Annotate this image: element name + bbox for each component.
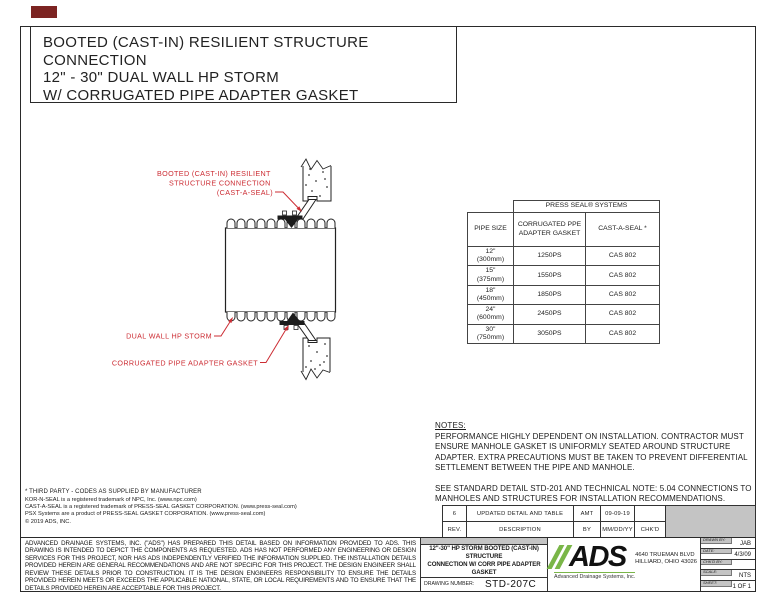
rev-number: 6 xyxy=(442,505,467,522)
drawing-info-column: DRAWN BY: JAB DATE: 4/3/09 CHK'D BY: SCA… xyxy=(701,538,755,591)
table-row: 15"(375mm) 1550PS CAS 802 xyxy=(467,265,660,286)
sheet-title-line-1: BOOTED (CAST-IN) RESILIENT STRUCTURE CON… xyxy=(43,34,369,69)
upper-break-line xyxy=(300,158,332,171)
drawing-title-line-2: CONNECTION W/ CORR PIPE ADAPTER GASKET xyxy=(427,560,541,576)
company-logo-box: ADS Advanced Drainage Systems, Inc. 4640… xyxy=(546,538,701,591)
rev-header-chkd: CHK'D xyxy=(634,521,666,538)
drawing-title-box: 12"-30" HP STORM BOOTED (CAST-IN) STRUCT… xyxy=(421,538,548,591)
drawing-number-label: DRAWING NUMBER: xyxy=(424,581,475,588)
lower-clamp-plate xyxy=(279,321,305,325)
rev-date: 09-09-19 xyxy=(600,505,635,522)
press-seal-table: PRESS SEAL® SYSTEMS PIPE SIZE CORRUGATED… xyxy=(467,200,660,345)
sheet-title-line-2: 12" - 30" DUAL WALL HP STORM xyxy=(43,69,280,86)
label-corrugated-pipe-adapter-gasket: CORRUGATED PIPE ADAPTER GASKET xyxy=(112,359,258,368)
col-header-cast-a-seal: CAST-A-SEAL * xyxy=(585,212,660,247)
copyright-notice: © 2019 ADS, INC. xyxy=(25,519,71,525)
table-title: PRESS SEAL® SYSTEMS xyxy=(513,200,660,213)
label-boot-connection: BOOTED (CAST-IN) RESILIENT STRUCTURE CON… xyxy=(157,169,273,197)
rev-by: AMT xyxy=(573,505,601,522)
info-chkd-by: CHK'D BY: xyxy=(701,559,755,571)
sheet-title-line-3: W/ CORRUGATED PIPE ADAPTER GASKET xyxy=(43,86,359,104)
title-block: ADVANCED DRAINAGE SYSTEMS, INC. ("ADS") … xyxy=(20,537,756,592)
info-scale: SCALE: NTS xyxy=(701,570,755,582)
pipe-corrugations-top xyxy=(226,218,336,228)
info-sheet: SHEET: 1 OF 1 xyxy=(701,581,751,590)
upper-adapter-gasket xyxy=(285,219,298,228)
upper-clamp-plate xyxy=(277,215,303,220)
red-corner-mark xyxy=(31,6,57,18)
gasket-cell: 1250PS xyxy=(513,245,586,267)
rev-description: UPDATED DETAIL AND TABLE xyxy=(466,505,574,522)
cast-cell: CAS 802 xyxy=(585,323,660,345)
gasket-cell: 3050PS xyxy=(513,323,586,345)
table-row: 30"(750mm) 3050PS CAS 802 xyxy=(467,323,660,345)
pipe-size-cell: 30"(750mm) xyxy=(467,323,514,345)
upper-bolt-2 xyxy=(292,210,297,216)
gasket-cell: 1550PS xyxy=(513,265,586,286)
leader-lines xyxy=(214,191,299,363)
logo-wordmark: ADS xyxy=(569,541,627,573)
lower-concrete-stipple xyxy=(305,343,328,370)
rev-header-description: DESCRIPTION xyxy=(466,521,574,538)
label-dual-wall-hp-storm: DUAL WALL HP STORM xyxy=(126,332,212,341)
lower-adapter-gasket xyxy=(287,312,300,321)
notes-heading: NOTES: xyxy=(435,421,466,430)
disclaimer-text: ADVANCED DRAINAGE SYSTEMS, INC. ("ADS") … xyxy=(25,540,416,592)
upper-bolt-1 xyxy=(282,210,287,216)
rev-header-rev: REV. xyxy=(442,521,467,538)
disclaimer-box: ADVANCED DRAINAGE SYSTEMS, INC. ("ADS") … xyxy=(21,538,421,592)
cast-cell: CAS 802 xyxy=(585,245,660,267)
trademark-footnotes: * THIRD PARTY - CODES AS SUPPLIED BY MAN… xyxy=(25,489,297,517)
col-header-pipe-size: PIPE SIZE xyxy=(467,212,514,247)
col-header-gasket: CORRUGATED PPE ADAPTER GASKET xyxy=(513,212,586,247)
pipe-body xyxy=(224,227,337,313)
pipe-connection-diagram: BOOTED (CAST-IN) RESILIENT STRUCTURE CON… xyxy=(112,158,337,381)
rev-filler xyxy=(665,505,756,538)
rev-header-date: MM/DD/YY xyxy=(600,521,635,538)
notes-section: NOTES: PERFORMANCE HIGHLY DEPENDENT ON I… xyxy=(435,421,761,504)
rev-chkd xyxy=(634,505,666,522)
logo-tagline: Advanced Drainage Systems, Inc. xyxy=(554,572,636,580)
upper-structure-wall xyxy=(302,166,332,202)
ads-logo: ADS xyxy=(546,541,627,573)
sheet-title-box: BOOTED (CAST-IN) RESILIENT STRUCTURE CON… xyxy=(30,26,457,104)
table-row: 12"(300mm) 1250PS CAS 802 xyxy=(467,245,660,267)
pipe-corrugations-bottom xyxy=(226,312,336,322)
pipe-size-cell: 18"(450mm) xyxy=(467,284,514,306)
pipe-size-cell: 24"(600mm) xyxy=(467,304,514,325)
table-row: 24"(600mm) 2450PS CAS 802 xyxy=(467,304,660,325)
drawing-title-line-1: 12"-30" HP STORM BOOTED (CAST-IN) STRUCT… xyxy=(429,544,539,560)
info-drawn-by: DRAWN BY: JAB xyxy=(701,538,755,549)
revision-table: 6 UPDATED DETAIL AND TABLE AMT 09-09-19 … xyxy=(442,505,756,538)
drawing-number: STD-207C xyxy=(485,578,537,590)
upper-boot-arm xyxy=(294,199,317,220)
table-row: 18"(450mm) 1850PS CAS 802 xyxy=(467,284,660,306)
lower-break-line xyxy=(300,368,331,381)
leader-arrowheads xyxy=(228,206,302,331)
upper-concrete-stipple xyxy=(305,168,328,197)
lower-structure-wall xyxy=(302,337,331,372)
gasket-cell: 1850PS xyxy=(513,284,586,306)
company-address: 4640 TRUEMAN BLVD HILLIARD, OHIO 43026 xyxy=(635,552,697,565)
lower-bolt-2 xyxy=(293,325,299,330)
drawing-title-gray-bar xyxy=(421,538,547,545)
table-corner-empty xyxy=(468,201,514,213)
gasket-cell: 2450PS xyxy=(513,304,586,325)
info-date: DATE: 4/3/09 xyxy=(701,548,755,560)
pipe-size-cell: 12"(300mm) xyxy=(467,245,514,267)
pipe-size-cell: 15"(375mm) xyxy=(467,265,514,286)
cast-cell: CAS 802 xyxy=(585,284,660,306)
cast-cell: CAS 802 xyxy=(585,265,660,286)
rev-header-by: BY xyxy=(573,521,601,538)
cast-cell: CAS 802 xyxy=(585,304,660,325)
